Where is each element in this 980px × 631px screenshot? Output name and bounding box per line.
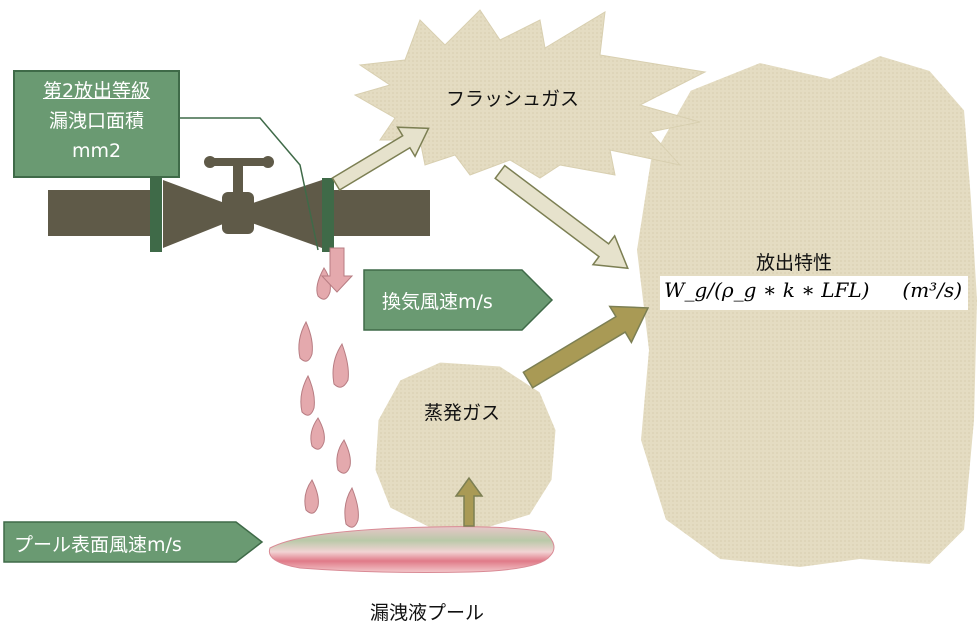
- ventilation-label: 換気風速m/s: [382, 291, 493, 313]
- flange-right: [322, 178, 334, 252]
- arrow-pool-to-evap: [454, 476, 484, 527]
- valve-bonnet: [222, 192, 254, 234]
- leak-pool-label: 漏洩液プール: [370, 602, 485, 624]
- droplet: [304, 479, 319, 514]
- release-grade-box: 第2放出等級 漏洩口面積 mm2: [13, 70, 180, 178]
- pool-surface-wind-label: プール表面風速m/s: [14, 534, 182, 556]
- evaporation-label: 蒸発ガス: [424, 402, 501, 424]
- ventilation-arrow-shape: [363, 269, 554, 331]
- valve-handle: [213, 158, 265, 166]
- droplet: [344, 486, 359, 528]
- droplet: [310, 417, 325, 450]
- arrow-to-flash-gas: [331, 126, 430, 192]
- pipe-left: [48, 190, 153, 236]
- leak-area-label: 漏洩口面積: [48, 110, 144, 132]
- formula-unit: (m³/s): [902, 278, 962, 302]
- release-grade-title: 第2放出等級: [42, 80, 151, 102]
- droplet: [298, 320, 313, 362]
- droplets: [298, 267, 359, 528]
- release-cloud-shape: [634, 53, 980, 570]
- formula-box: W_g/(ρ_g ∗ k ∗ LFL) (m³/s): [660, 276, 968, 310]
- flash-gas-label: フラッシュガス: [446, 88, 580, 110]
- formula-expression: W_g/(ρ_g ∗ k ∗ LFL): [664, 278, 870, 302]
- arrow-flash-to-release: [494, 164, 629, 270]
- callout-line: [178, 117, 319, 251]
- droplet: [300, 374, 315, 416]
- arrow-evap-to-release: [522, 305, 650, 389]
- leak-area-unit: mm2: [71, 140, 122, 162]
- pipe-valve: [48, 156, 430, 252]
- pipe-right: [330, 190, 430, 236]
- droplet: [332, 342, 349, 388]
- leak-pool-shape: [268, 526, 555, 573]
- valve-handle-knob-left: [204, 156, 216, 168]
- droplet: [316, 267, 331, 300]
- flange-left: [150, 178, 162, 252]
- pool-wind-arrow-shape: [3, 521, 264, 563]
- release-characteristic-title: 放出特性: [756, 252, 833, 274]
- valve-stem: [233, 160, 243, 194]
- droplet: [336, 439, 351, 474]
- evaporation-cloud-shape: [374, 361, 557, 531]
- drip-arrow: [320, 247, 354, 293]
- valve-handle-knob-right: [262, 156, 274, 168]
